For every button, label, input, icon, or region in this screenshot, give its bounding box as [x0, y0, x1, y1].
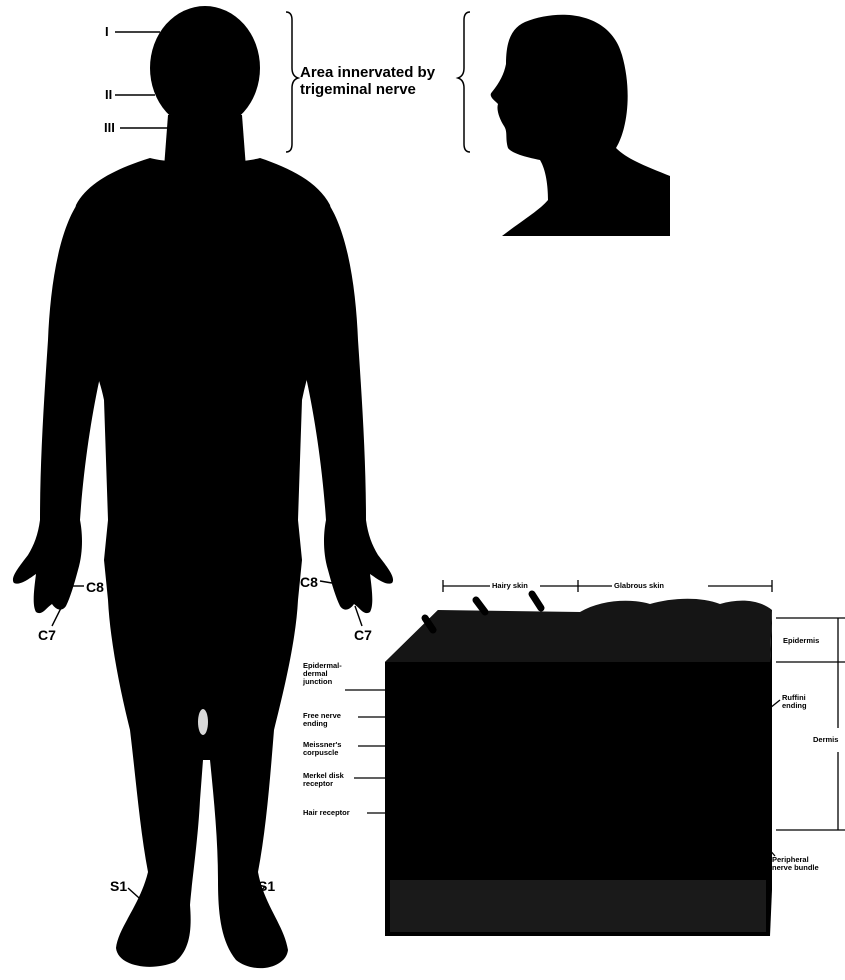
knee-highlight	[198, 709, 208, 735]
right-foot-s1-label: S1	[258, 879, 275, 893]
ruffini-ending-label: Ruffini ending	[782, 694, 816, 710]
peripheral-nerve-bundle-label: Peripheral nerve bundle	[772, 856, 828, 872]
head-profile-silhouette	[491, 15, 670, 236]
right-hand-c8-label: C8	[300, 575, 318, 589]
body-silhouette	[13, 6, 393, 968]
free-nerve-ending-label: Free nerve ending	[303, 712, 353, 728]
dermis-label: Dermis	[813, 736, 838, 744]
meissners-corpuscle-label: Meissner's corpuscle	[303, 741, 355, 757]
trigeminal-division-3-label: III	[104, 121, 115, 134]
merkel-disk-receptor-label: Merkel disk receptor	[303, 772, 351, 788]
trigeminal-division-2-label: II	[105, 88, 112, 101]
skin-block	[385, 594, 772, 936]
glabrous-skin-label: Glabrous skin	[614, 582, 664, 590]
epidermal-dermal-junction-label: Epidermal-dermal junction	[303, 662, 347, 686]
trigeminal-caption: Area innervated by trigeminal nerve	[300, 64, 435, 98]
left-hand-c8-label: C8	[86, 580, 104, 594]
trigeminal-caption-line2: trigeminal nerve	[300, 81, 435, 98]
trigeminal-division-1-label: I	[105, 25, 109, 38]
epidermis-label: Epidermis	[783, 637, 819, 645]
right-hand-c7-label: C7	[354, 628, 372, 642]
left-hand-c7-label: C7	[38, 628, 56, 642]
left-foot-s1-label: S1	[110, 879, 127, 893]
trigeminal-caption-line1: Area innervated by	[300, 64, 435, 81]
hair-receptor-label: Hair receptor	[303, 809, 350, 817]
hairy-skin-label: Hairy skin	[492, 582, 528, 590]
